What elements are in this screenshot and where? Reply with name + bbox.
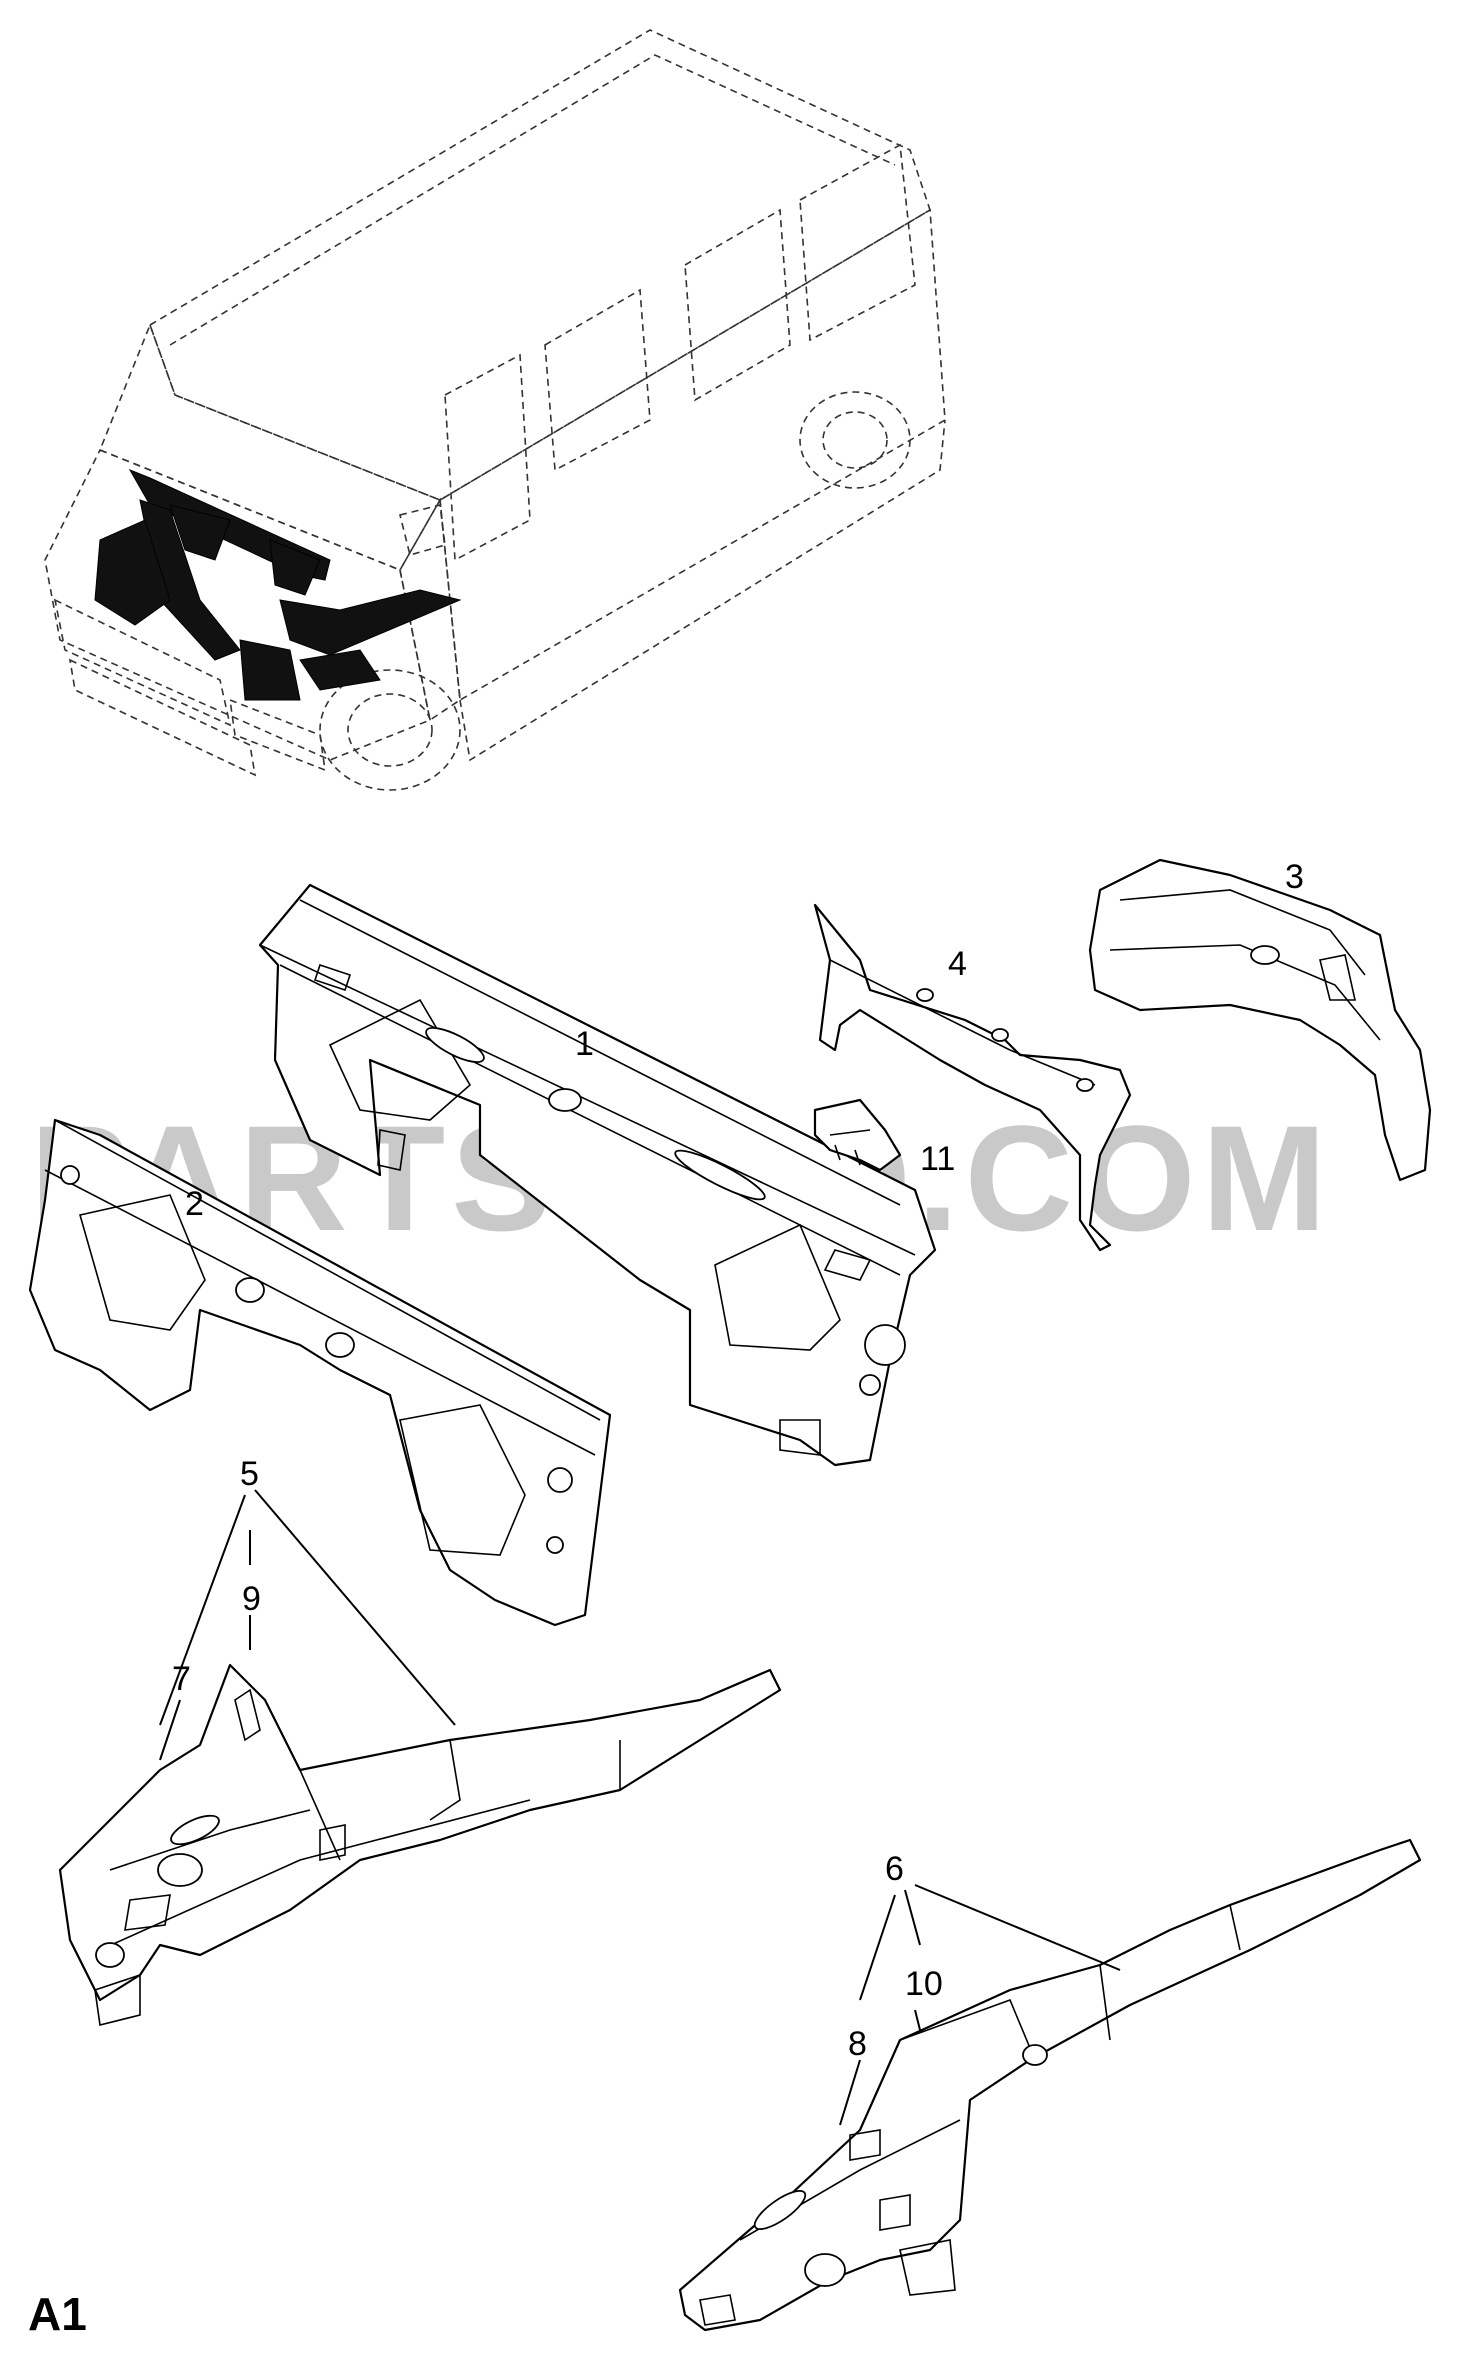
part-4-bracket <box>813 903 1132 1252</box>
part-6-8-10-right-side-member <box>678 1838 1422 2332</box>
highlighted-front-structure <box>94 469 462 701</box>
callout-11: 11 <box>920 1140 955 1178</box>
part-11-clip <box>813 1098 902 1172</box>
part-3-wheelhouse-panel <box>1088 858 1432 1182</box>
callout-1: 1 <box>575 1025 594 1063</box>
part-5-7-9-left-side-member <box>58 1663 782 2026</box>
callout-5: 5 <box>240 1455 259 1493</box>
callout-7: 7 <box>172 1660 191 1698</box>
callout-2: 2 <box>185 1185 204 1223</box>
van-overview-illustration <box>44 29 946 791</box>
part-1-upper-cowl-panel <box>258 883 937 1467</box>
callout-10: 10 <box>905 1965 943 2003</box>
leader-lines <box>159 1489 1121 2126</box>
callout-9: 9 <box>242 1580 261 1618</box>
figure-label: A1 <box>28 2288 87 2340</box>
callout-8: 8 <box>848 2025 867 2063</box>
callout-6: 6 <box>885 1850 904 1888</box>
part-2-dash-panel <box>28 1118 612 1627</box>
callout-3: 3 <box>1285 858 1304 896</box>
callout-4: 4 <box>948 945 967 983</box>
